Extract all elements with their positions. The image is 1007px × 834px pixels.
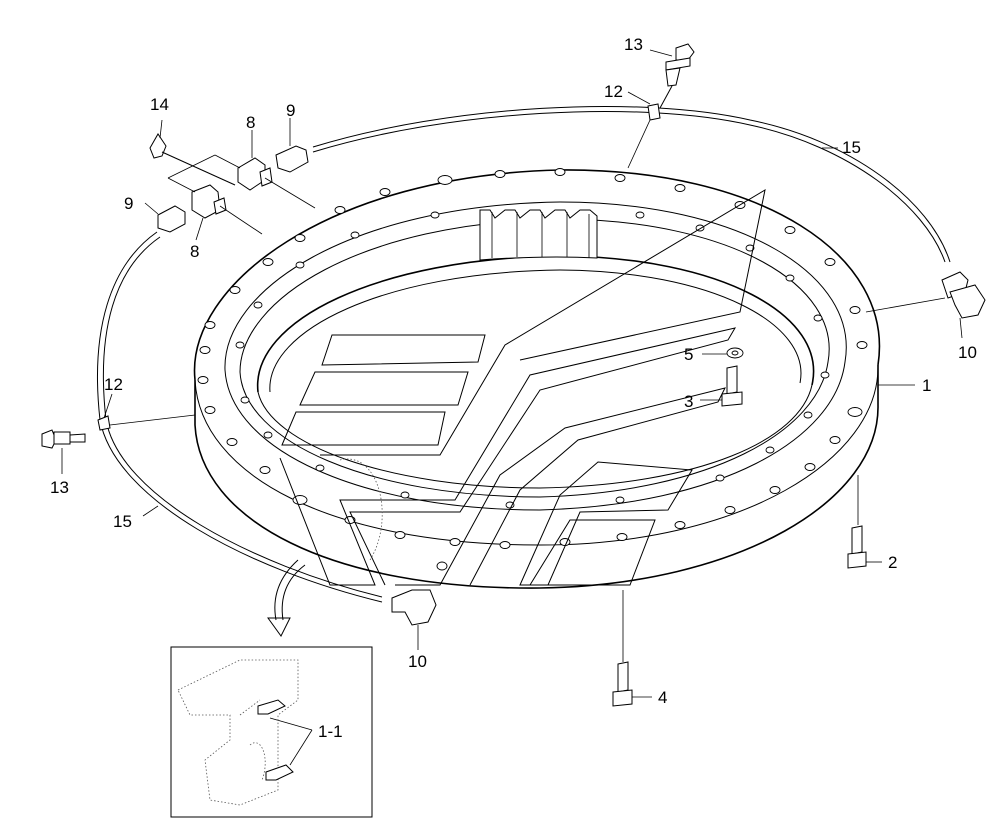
bolt-2 xyxy=(847,525,867,569)
bolt-3 xyxy=(721,365,743,407)
fitting-8-upper xyxy=(237,157,273,191)
washer-5 xyxy=(726,347,744,359)
callout-14: 14 xyxy=(150,95,169,114)
callout-12-left: 12 xyxy=(104,375,123,394)
callout-8-lower: 8 xyxy=(190,242,199,261)
grease-hoses xyxy=(97,105,951,603)
callout-10-left: 10 xyxy=(408,652,427,671)
leader-lines xyxy=(61,49,963,766)
slewing-ring xyxy=(193,168,881,589)
fitting-8-lower xyxy=(191,184,227,219)
callout-13-top: 13 xyxy=(624,35,643,54)
callout-15-left: 15 xyxy=(113,512,132,531)
fitting-10-left xyxy=(391,589,437,626)
callout-9-upper: 9 xyxy=(286,101,295,120)
fitting-9-upper xyxy=(275,145,309,173)
clip-12-top xyxy=(647,103,661,121)
callout-3: 3 xyxy=(684,392,693,411)
fitting-10-right xyxy=(941,271,986,319)
watermark-logo xyxy=(279,188,766,586)
clip-12-left xyxy=(97,415,111,431)
callout-13-left: 13 xyxy=(50,478,69,497)
callout-15-right: 15 xyxy=(842,138,861,157)
callout-8-upper: 8 xyxy=(246,113,255,132)
callout-5: 5 xyxy=(684,345,693,364)
fitting-14 xyxy=(149,133,236,186)
callout-12-top: 12 xyxy=(604,82,623,101)
callout-2: 2 xyxy=(888,553,897,572)
detail-inset xyxy=(170,646,373,818)
ring-holes xyxy=(197,168,868,549)
inner-ring-holes xyxy=(235,211,830,509)
fitting-13-left xyxy=(41,429,86,449)
fitting-9-lower xyxy=(157,205,186,233)
fitting-13-top xyxy=(659,43,695,109)
callout-4: 4 xyxy=(658,688,667,707)
callout-10-right: 10 xyxy=(958,343,977,362)
callout-labels: 1 2 3 4 5 8 8 9 9 10 10 12 12 13 13 14 1… xyxy=(50,35,977,741)
detail-arrow xyxy=(267,559,306,637)
bolt-4 xyxy=(612,661,633,707)
callout-1: 1 xyxy=(922,376,931,395)
callout-1-1: 1-1 xyxy=(318,722,343,741)
callout-9-lower: 9 xyxy=(124,194,133,213)
